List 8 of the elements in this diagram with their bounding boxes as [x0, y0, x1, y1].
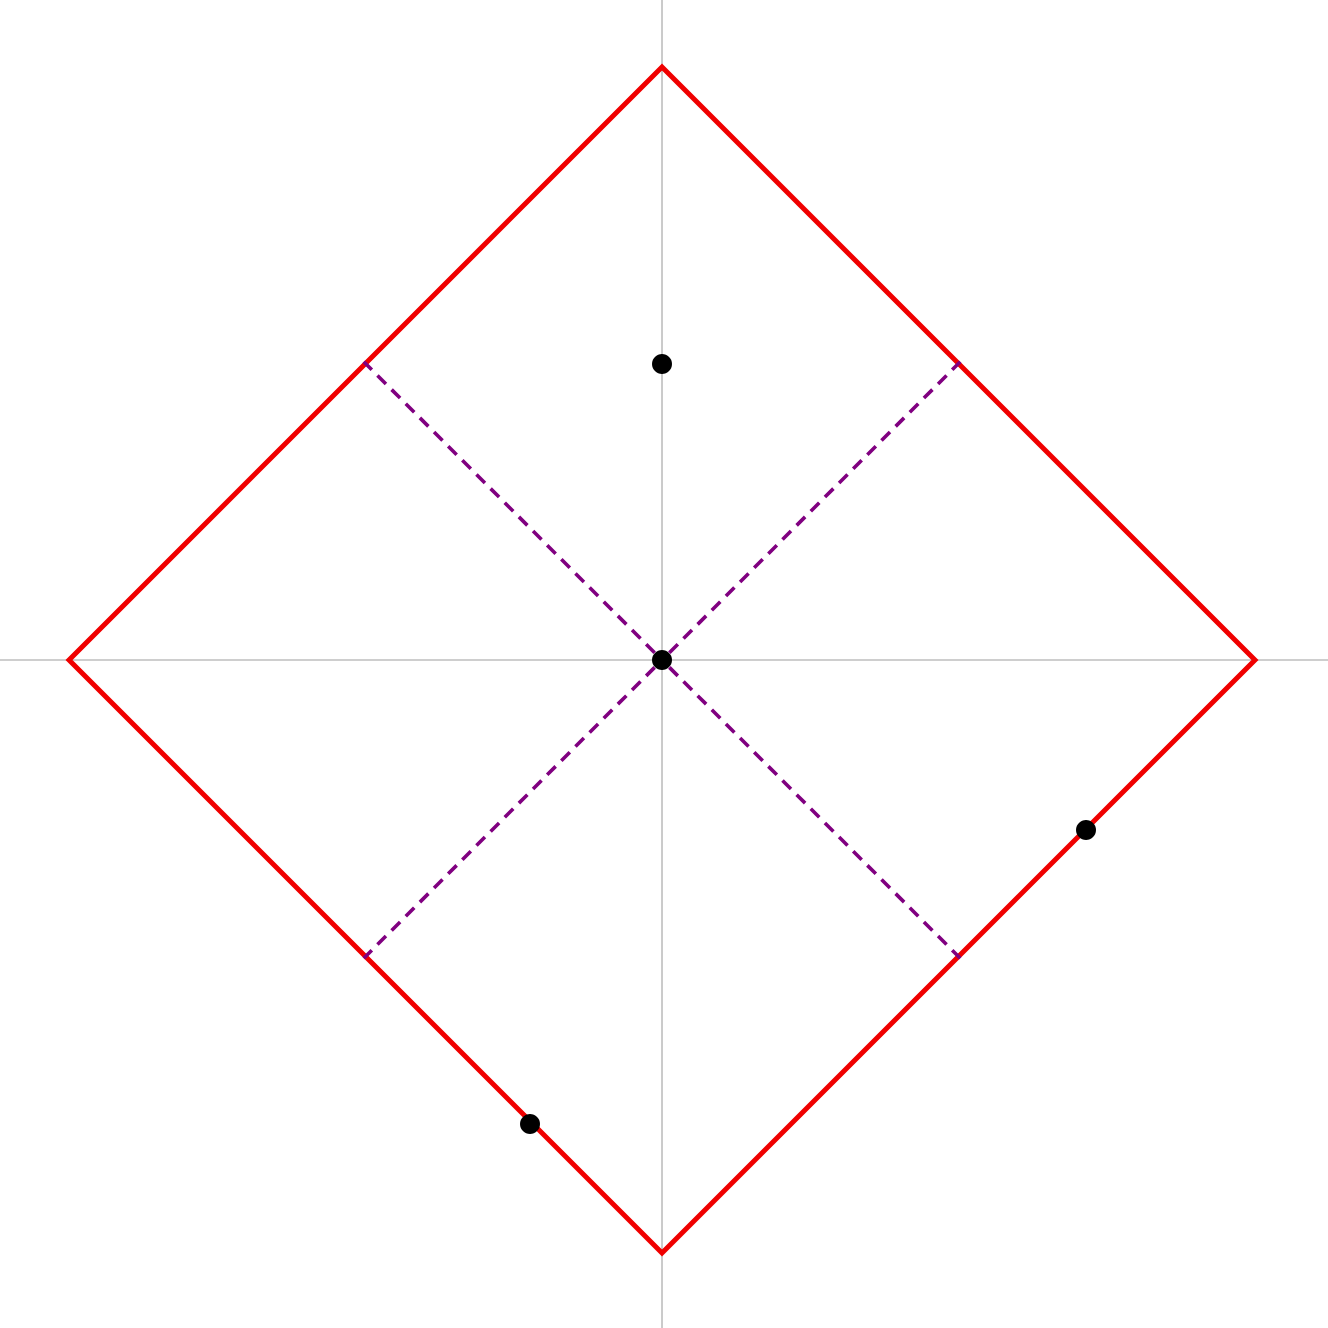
dot — [1076, 820, 1096, 840]
dashed-line — [668, 666, 962, 960]
dot — [652, 354, 672, 374]
dashed-line — [362, 360, 656, 654]
dot — [652, 650, 672, 670]
dot — [520, 1114, 540, 1134]
dashed-line — [362, 666, 656, 960]
dashed-line — [668, 360, 962, 654]
